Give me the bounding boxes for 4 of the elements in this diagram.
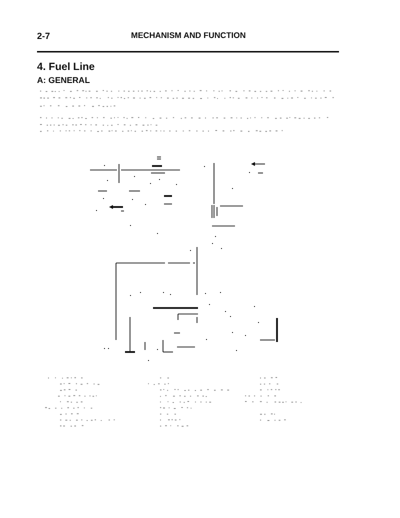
chapter-heading: 4. Fuel Line: [37, 62, 95, 72]
page-number: 2-7: [37, 32, 50, 41]
subheading: A: GENERAL: [37, 76, 90, 84]
section-heading: MECHANISM AND FUNCTION: [131, 32, 246, 40]
